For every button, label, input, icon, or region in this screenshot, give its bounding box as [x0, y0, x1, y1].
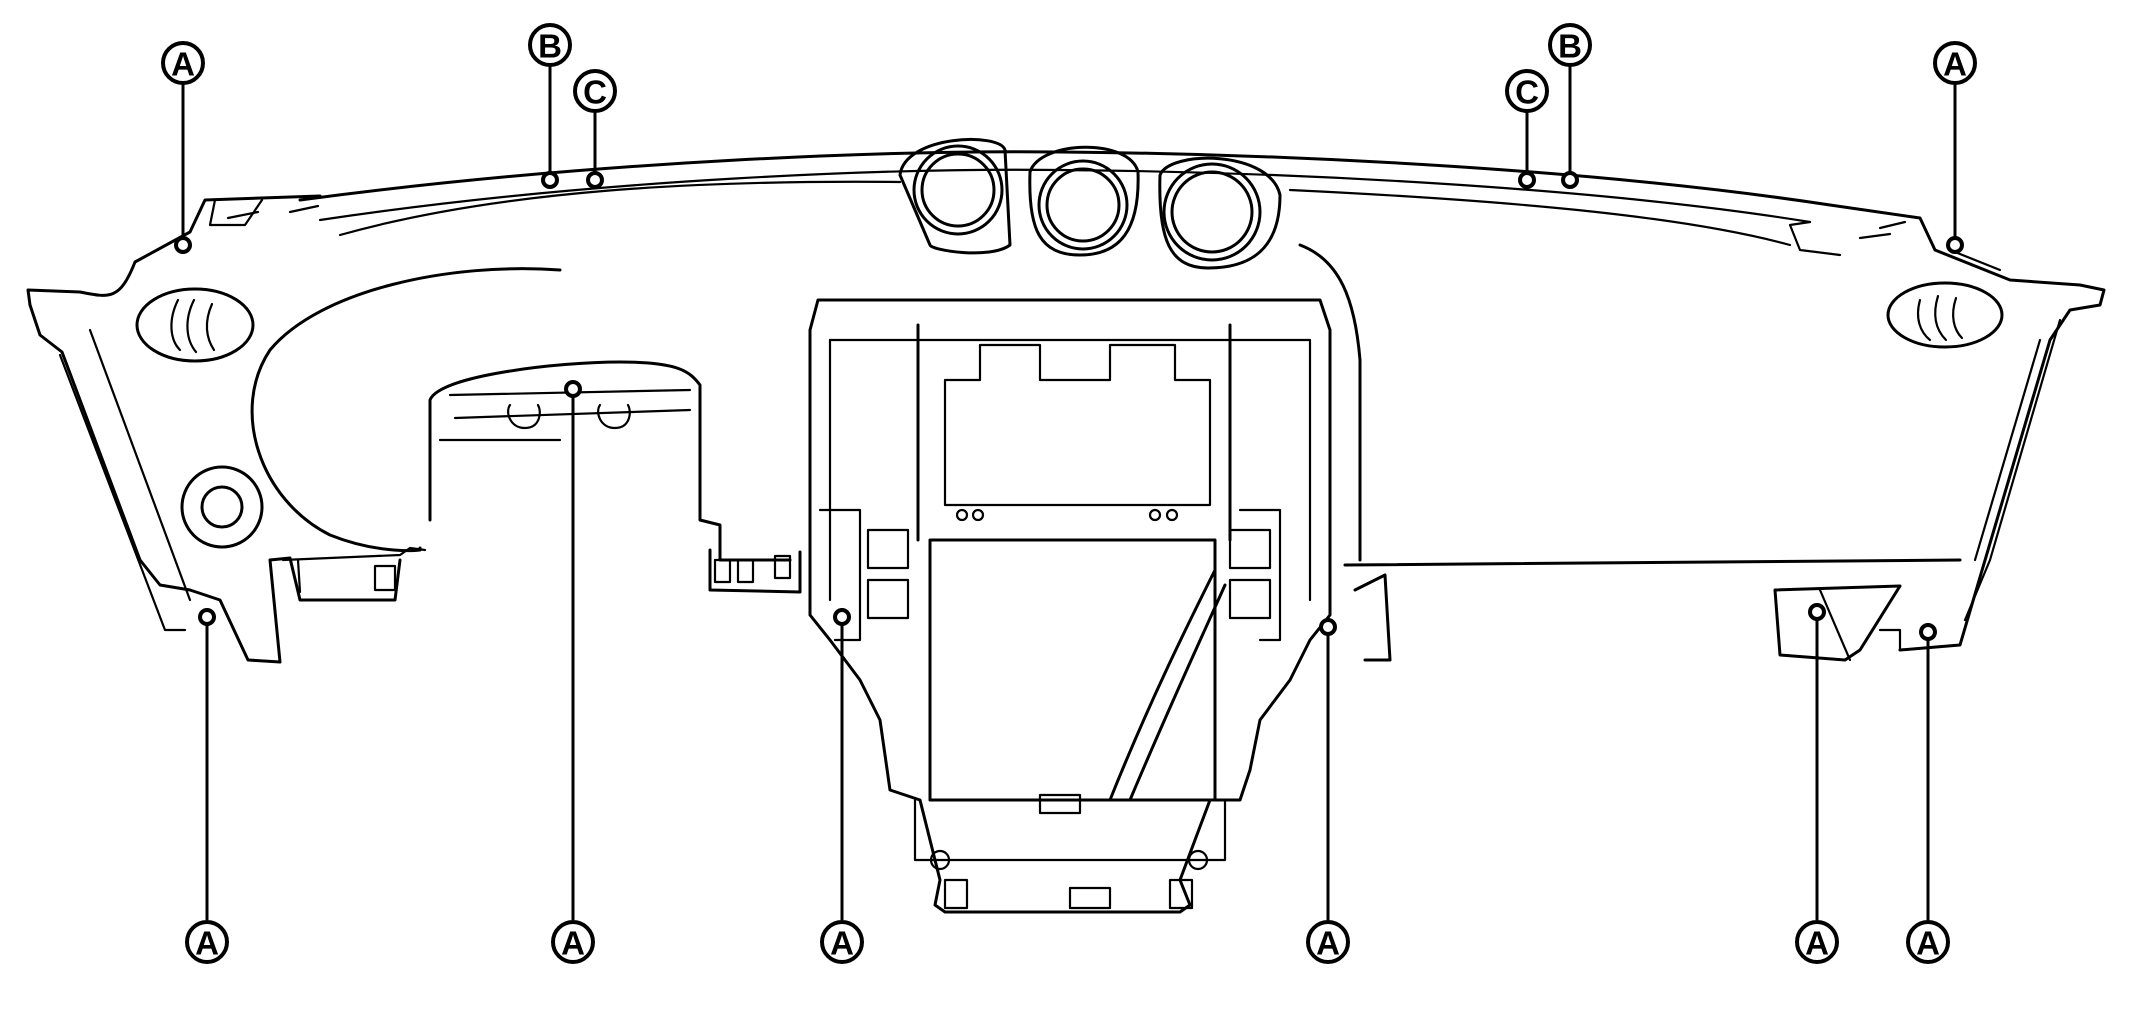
callout-labels: A B C C B A A A [161, 23, 1977, 964]
callout-a-bottom-2: A [551, 920, 595, 964]
callout-letter: B [1558, 28, 1582, 65]
point-c-top-left [586, 171, 604, 189]
callout-letter: A [171, 46, 195, 83]
callout-a-top-left: A [161, 41, 205, 85]
point-a-bottom-4 [1319, 618, 1337, 636]
callout-letter: A [830, 925, 854, 962]
point-a-top-right [1946, 236, 1964, 254]
callout-letter: A [1316, 925, 1340, 962]
callout-a-bottom-1: A [185, 920, 229, 964]
attachment-points [174, 171, 1964, 641]
callout-a-bottom-4: A [1306, 920, 1350, 964]
point-a-top-left [174, 236, 192, 254]
callout-letter: C [1515, 74, 1539, 111]
point-b-top-right [1561, 171, 1579, 189]
point-a-bottom-3 [833, 608, 851, 626]
callout-c-top-left: C [573, 69, 617, 113]
point-b-top-left [541, 171, 559, 189]
point-a-bottom-1 [198, 608, 216, 626]
callout-a-top-right: A [1933, 41, 1977, 85]
callout-letter: A [1943, 46, 1967, 83]
callout-a-bottom-5: A [1795, 920, 1839, 964]
callout-letter: A [561, 925, 585, 962]
point-a-bottom-6 [1919, 623, 1937, 641]
point-c-top-right [1518, 171, 1536, 189]
point-a-bottom-5 [1808, 603, 1826, 621]
callout-b-top-left: B [528, 23, 572, 67]
leader-lines [181, 64, 1957, 920]
callout-a-bottom-6: A [1906, 920, 1950, 964]
instrument-panel-drawing [26, 137, 2106, 914]
callout-letter: A [1916, 925, 1940, 962]
callout-letter: B [538, 28, 562, 65]
callout-b-top-right: B [1548, 23, 1592, 67]
callout-a-bottom-3: A [820, 920, 864, 964]
callout-letter: C [583, 74, 607, 111]
point-a-bottom-2 [564, 380, 582, 398]
callout-letter: A [195, 925, 219, 962]
callout-letter: A [1805, 925, 1829, 962]
callout-c-top-right: C [1505, 69, 1549, 113]
